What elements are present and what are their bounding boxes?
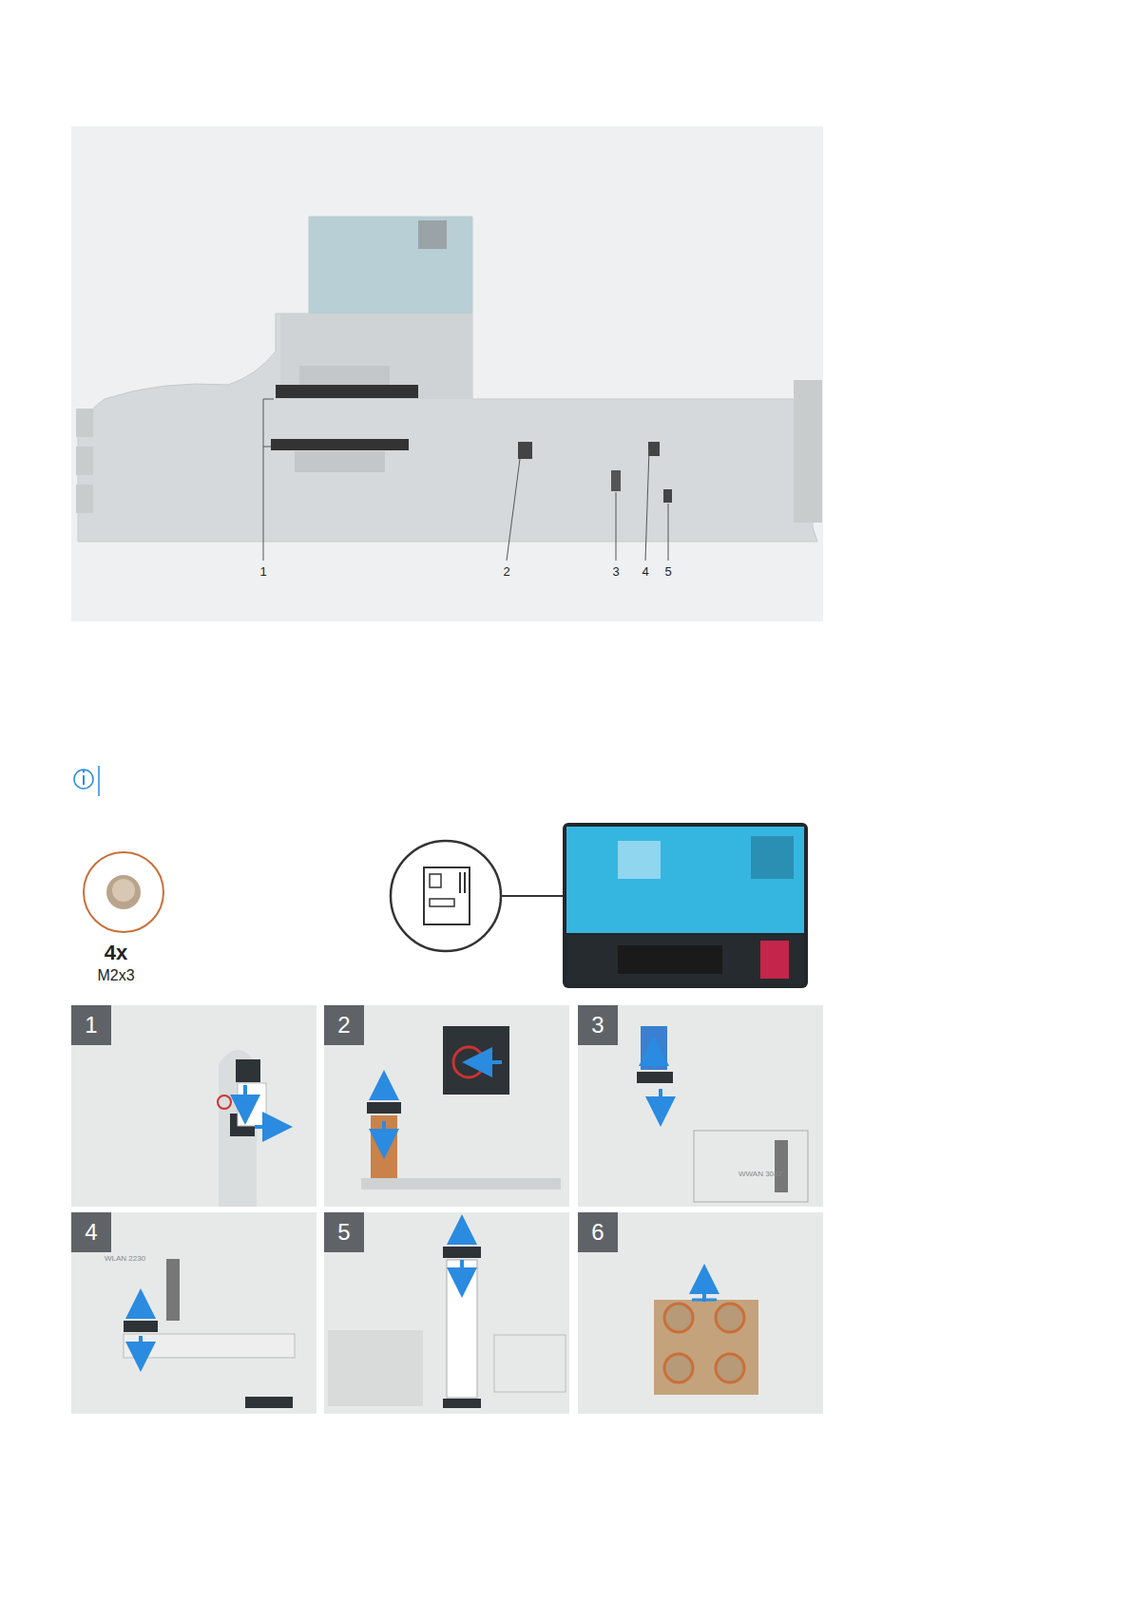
step-number: 2: [337, 1012, 350, 1039]
callout-number: 1: [259, 565, 267, 579]
callout-number: 3: [612, 565, 619, 579]
step-number: 6: [591, 1219, 604, 1247]
screw-size: M2x3: [96, 967, 135, 985]
callout-number: 2: [502, 565, 510, 579]
callout-number: 4: [641, 565, 649, 579]
step-badge: 2: [324, 1005, 365, 1046]
step-badge: 6: [577, 1212, 618, 1253]
step-badge: 1: [71, 1005, 112, 1046]
slot-label: WWAN 3042: [738, 1170, 783, 1180]
step-badge: 3: [577, 1005, 618, 1046]
step-badge: 5: [324, 1212, 365, 1253]
step-badge: 4: [71, 1212, 112, 1253]
step-number: 5: [337, 1219, 350, 1247]
step-number: 1: [84, 1012, 97, 1039]
step-number: 4: [84, 1219, 97, 1247]
slot-label: WLAN 2230: [104, 1255, 146, 1265]
step-number: 3: [591, 1012, 604, 1039]
screw-count: 4x: [104, 941, 128, 965]
callout-number: 5: [664, 565, 672, 579]
